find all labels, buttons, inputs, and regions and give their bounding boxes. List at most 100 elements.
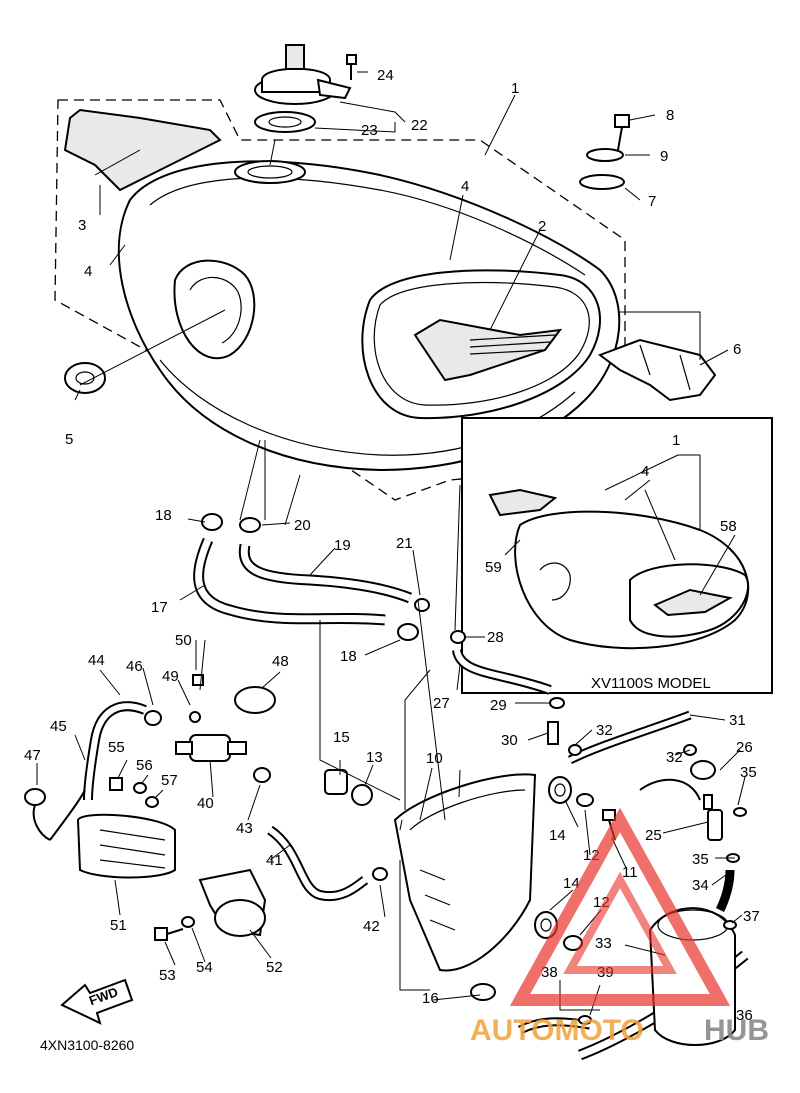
fuel-filter xyxy=(175,734,247,762)
bolt-53 xyxy=(154,927,184,941)
callout-30: 30 xyxy=(501,732,518,749)
clamp-39 xyxy=(578,1015,592,1025)
callout-59: 59 xyxy=(485,559,502,576)
callout-42: 42 xyxy=(363,918,380,935)
callout-47: 47 xyxy=(24,747,41,764)
callout-4b: 4 xyxy=(84,263,92,280)
callout-23: 23 xyxy=(361,122,378,139)
clamp-21 xyxy=(414,598,430,612)
callout-17: 17 xyxy=(151,599,168,616)
band-48 xyxy=(234,686,276,714)
clamp-20 xyxy=(239,517,261,533)
callout-46: 46 xyxy=(126,658,143,675)
clamp-28 xyxy=(450,630,466,644)
leader-lines xyxy=(36,71,746,1016)
watermark-triangle-icon xyxy=(509,807,731,1006)
fitting-30 xyxy=(547,721,559,745)
callout-52: 52 xyxy=(266,959,283,976)
callout-33: 33 xyxy=(595,935,612,952)
drain-grommet xyxy=(64,362,106,394)
callout-18b: 18 xyxy=(340,648,357,665)
fuel-pump xyxy=(76,813,176,879)
callout-19: 19 xyxy=(334,537,351,554)
collar-13 xyxy=(351,784,373,806)
clamp-26 xyxy=(690,760,716,780)
callout-53: 53 xyxy=(159,967,176,984)
callout-15: 15 xyxy=(333,729,350,746)
clamp-46 xyxy=(144,710,162,726)
callout-inset-1: 1 xyxy=(672,432,680,449)
callout-2: 2 xyxy=(538,218,546,235)
inset-fuel-tank xyxy=(488,488,750,650)
bolt-8 xyxy=(614,114,630,151)
clamp-42 xyxy=(372,867,388,881)
callout-57: 57 xyxy=(161,772,178,789)
callout-24: 24 xyxy=(377,67,394,84)
callout-41: 41 xyxy=(266,852,283,869)
callout-54: 54 xyxy=(196,959,213,976)
callout-43: 43 xyxy=(236,820,253,837)
watermark-text-part2: HUB xyxy=(704,1014,769,1047)
filler-cap xyxy=(254,44,352,105)
damper-14-top xyxy=(548,776,572,804)
hose-34 xyxy=(715,869,735,913)
callout-25: 25 xyxy=(645,827,662,844)
cap-gasket xyxy=(254,111,316,133)
watermark-text-part1: AUTOMOTO xyxy=(470,1014,644,1047)
callout-20: 20 xyxy=(294,517,311,534)
callout-56: 56 xyxy=(136,757,153,774)
tank-bracket xyxy=(597,338,717,402)
callout-13: 13 xyxy=(366,749,383,766)
bolt-55 xyxy=(109,777,123,791)
callout-1: 1 xyxy=(511,80,519,97)
wire-45 xyxy=(49,789,86,841)
automotohub-watermark: AUTOMOTO HUB xyxy=(470,807,769,1047)
clamp-18-bottom xyxy=(397,623,419,641)
pump-bracket xyxy=(198,868,267,937)
callout-26: 26 xyxy=(736,739,753,756)
callout-14a: 14 xyxy=(549,827,566,844)
callout-58: 58 xyxy=(720,518,737,535)
callout-6: 6 xyxy=(733,341,741,358)
callout-29: 29 xyxy=(490,697,507,714)
callout-32a: 32 xyxy=(596,722,613,739)
callout-45: 45 xyxy=(50,718,67,735)
clamp-37 xyxy=(723,920,737,930)
callout-28: 28 xyxy=(487,629,504,646)
valve-25 xyxy=(703,794,723,841)
collar-15 xyxy=(324,769,348,795)
fwd-arrow-icon: FWD xyxy=(60,978,134,1025)
callout-49: 49 xyxy=(162,668,179,685)
callout-4a: 4 xyxy=(461,178,469,195)
tank-emblem xyxy=(413,318,563,382)
clip-29 xyxy=(549,697,565,709)
grommet-16 xyxy=(470,983,496,1001)
washer-57 xyxy=(145,796,159,808)
callout-32b: 32 xyxy=(666,749,683,766)
callout-16: 16 xyxy=(422,990,439,1007)
screw-49 xyxy=(189,711,201,723)
hose-bend xyxy=(639,778,701,801)
callout-31: 31 xyxy=(729,712,746,729)
callout-48: 48 xyxy=(272,653,289,670)
callout-27: 27 xyxy=(433,695,450,712)
callout-55: 55 xyxy=(108,739,125,756)
cap-screw xyxy=(346,54,357,80)
callout-18a: 18 xyxy=(155,507,172,524)
callout-51: 51 xyxy=(110,917,127,934)
callout-labels: 1 2 3 4 4 5 6 7 8 9 10 11 12 12 13 14 14… xyxy=(24,67,760,1024)
callout-34: 34 xyxy=(692,877,709,894)
callout-50: 50 xyxy=(175,632,192,649)
washer-54 xyxy=(181,916,195,928)
callout-37: 37 xyxy=(743,908,760,925)
clamp-18-top xyxy=(201,513,223,531)
callout-8: 8 xyxy=(666,107,674,124)
callout-36: 36 xyxy=(736,1007,753,1024)
callout-11: 11 xyxy=(622,864,638,881)
callout-35a: 35 xyxy=(740,764,757,781)
callout-3: 3 xyxy=(78,217,86,234)
callout-21: 21 xyxy=(396,535,413,552)
callout-35b: 35 xyxy=(692,851,709,868)
washer-12-top xyxy=(576,793,594,807)
